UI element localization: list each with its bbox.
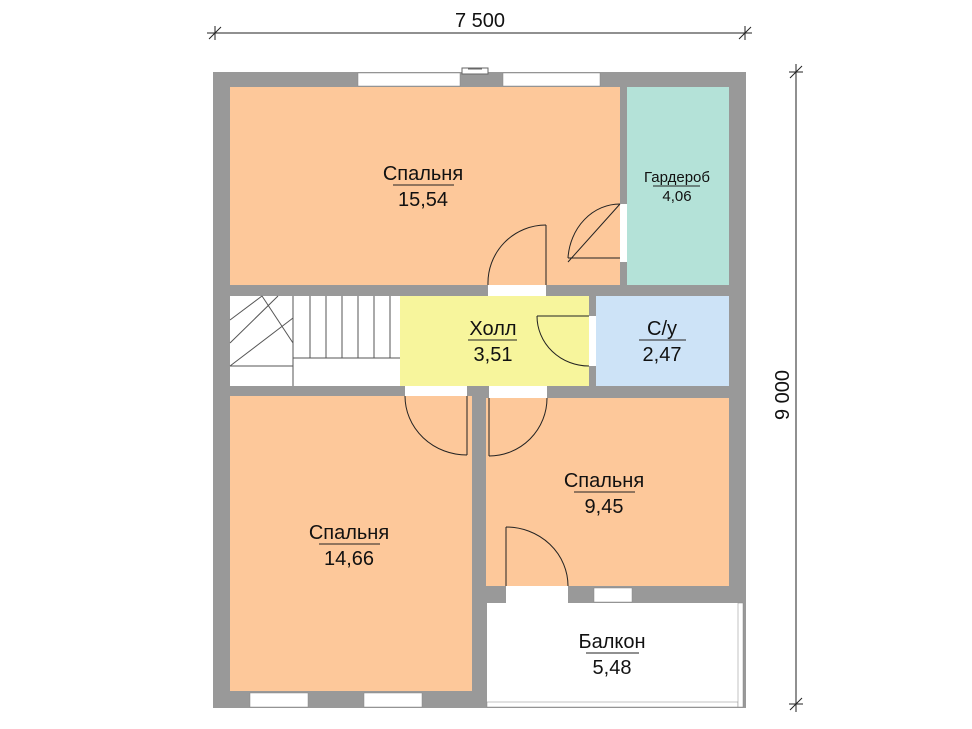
window-bottom-2 — [363, 692, 423, 708]
height-dimension-label: 9 000 — [772, 370, 794, 420]
label-hall: Холл 3,51 — [468, 318, 517, 366]
bedroom-right-name: Спальня — [564, 470, 644, 492]
room-hall — [400, 296, 589, 386]
balcony-name: Балкон — [578, 631, 645, 653]
bathroom-name: С/у — [647, 318, 677, 340]
bathroom-area: 2,47 — [643, 344, 682, 366]
bedroom-left-area: 14,66 — [324, 548, 374, 570]
door-opening-bedroom-top — [488, 285, 546, 296]
room-stairs — [230, 296, 400, 386]
label-balcony: Балкон 5,48 — [578, 631, 645, 679]
label-bedroom-right: Спальня 9,45 — [564, 470, 644, 518]
wardrobe-name: Гардероб — [644, 169, 710, 186]
bedroom-top-name: Спальня — [383, 163, 463, 185]
door-opening-wardrobe — [620, 204, 627, 262]
door-opening-balcony — [506, 586, 568, 603]
room-bathroom — [596, 296, 729, 386]
door-swings — [404, 203, 621, 587]
label-bedroom-left: Спальня 14,66 — [309, 522, 389, 570]
bedroom-right-area: 9,45 — [585, 496, 624, 518]
balcony-rail-right — [737, 602, 744, 708]
label-bedroom-top: Спальня 15,54 — [383, 163, 463, 211]
label-bathroom: С/у 2,47 — [639, 318, 686, 366]
window-top-right — [502, 72, 601, 87]
bedroom-left-name: Спальня — [309, 522, 389, 544]
chimney — [461, 67, 489, 75]
width-dimension-label: 7 500 — [455, 10, 505, 32]
window-bottom-1 — [249, 692, 309, 708]
window-balcony-2 — [593, 587, 633, 603]
height-dimension: 9 000 — [772, 64, 803, 712]
door-opening-bathroom — [589, 316, 596, 366]
balcony-area: 5,48 — [593, 657, 632, 679]
label-wardrobe: Гардероб 4,06 — [644, 169, 710, 205]
wardrobe-area: 4,06 — [662, 188, 691, 205]
staircase — [229, 295, 400, 386]
balcony-rail-bottom — [486, 701, 739, 708]
door-opening-bedroom-left — [405, 386, 467, 396]
window-top-left — [357, 72, 461, 87]
door-opening-bedroom-right — [489, 386, 547, 398]
room-bedroom-top — [230, 87, 620, 285]
hall-area: 3,51 — [474, 344, 513, 366]
hall-name: Холл — [469, 318, 516, 340]
width-dimension: 7 500 — [207, 10, 752, 40]
bedroom-top-area: 15,54 — [398, 189, 448, 211]
